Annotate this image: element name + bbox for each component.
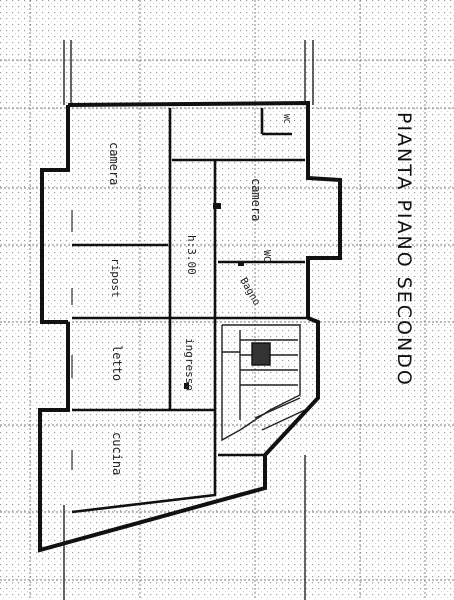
fixtures: [184, 203, 244, 389]
label-wc: WC: [261, 250, 272, 262]
label-wc-small: WC: [282, 114, 291, 124]
label-letto: letto: [110, 345, 124, 381]
label-ingresso: ingresso: [183, 338, 196, 391]
label-height: h:3.00: [185, 235, 198, 275]
boundary-lines: [63, 40, 314, 600]
label-camera-right: camera: [249, 178, 263, 221]
label-ripost: ripost: [109, 258, 122, 298]
inner-walls: [71, 108, 308, 514]
label-cucina: cucina: [110, 432, 124, 475]
label-camera-left: camera: [107, 142, 121, 185]
outer-walls: [38, 100, 342, 553]
drawing-title: PIANTA PIANO SECONDO: [393, 112, 415, 387]
staircase: [221, 324, 306, 442]
